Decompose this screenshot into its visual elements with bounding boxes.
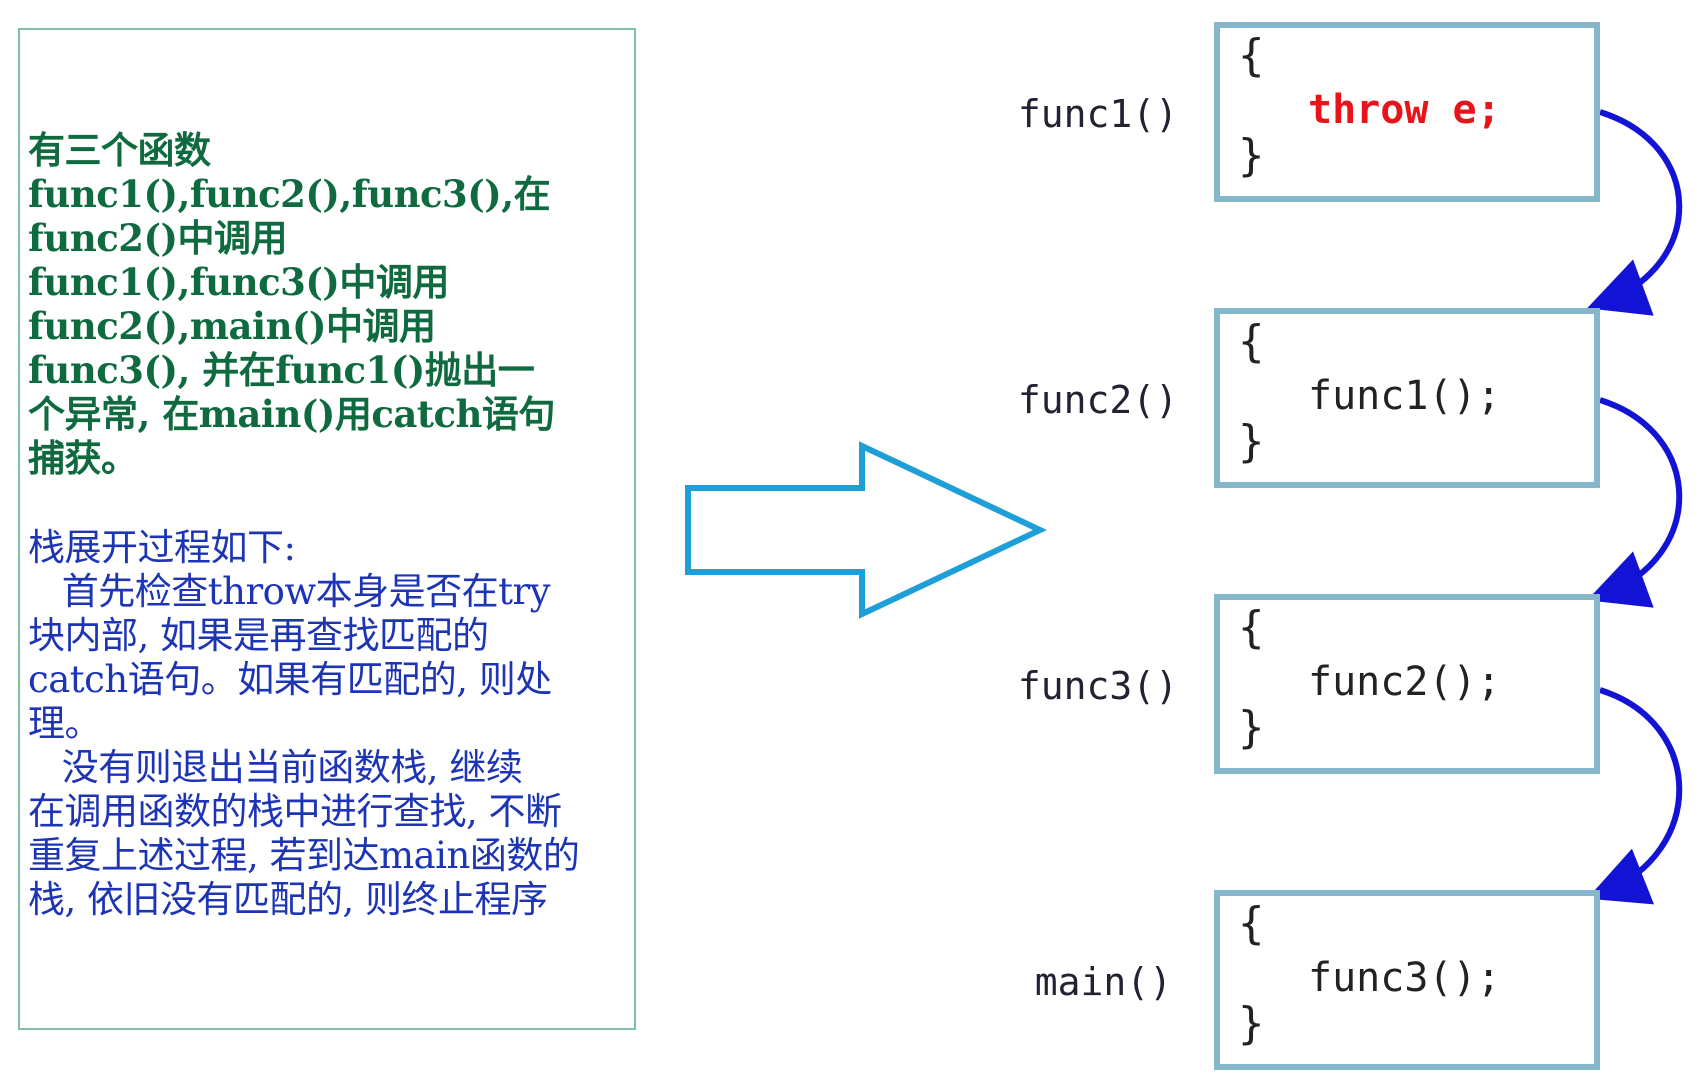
process-line: 重复上述过程, 若到达main函数的	[28, 834, 580, 877]
process-line: 块内部, 如果是再查找匹配的	[28, 614, 489, 657]
intro-line: 有三个函数	[28, 128, 211, 172]
process-line: 在调用函数的栈中进行查找, 不断	[28, 790, 562, 833]
process-line: 没有则退出当前函数栈, 继续	[28, 746, 523, 789]
unwind-process-text: 栈展开过程如下: 首先检查throw本身是否在try 块内部, 如果是再查找匹配…	[28, 526, 628, 922]
close-brace: }	[1238, 702, 1265, 753]
close-brace: }	[1238, 416, 1265, 467]
frame-label-main: main()	[1034, 960, 1172, 1004]
stack-frame-func3: { func2(); }	[1214, 594, 1600, 774]
close-brace: }	[1238, 998, 1265, 1049]
frame-label-func2: func2()	[1017, 378, 1178, 422]
close-brace: }	[1238, 130, 1265, 181]
description-box	[18, 28, 636, 1030]
intro-line: func1(),func3()中调用	[28, 260, 449, 304]
intro-line: func2()中调用	[28, 216, 288, 260]
intro-line: func3(), 并在func1()抛出一	[28, 348, 535, 392]
unwind-arrow-icon	[1587, 109, 1683, 316]
unwind-arrow-icon	[1587, 397, 1683, 608]
stack-frame-main: { func3(); }	[1214, 890, 1600, 1070]
intro-line: func2(),main()中调用	[28, 304, 436, 348]
throw-statement: throw e;	[1308, 87, 1501, 133]
call-statement: func3();	[1308, 955, 1501, 1001]
frame-label-func1: func1()	[1017, 92, 1178, 136]
right-arrow-icon	[685, 441, 1047, 619]
process-line: 栈展开过程如下:	[28, 526, 296, 569]
process-line: 理。	[28, 702, 102, 745]
unwind-arrow-icon	[1587, 687, 1683, 905]
unwind-arrows	[1587, 109, 1683, 905]
process-line: 首先检查throw本身是否在try	[28, 570, 551, 613]
process-line: catch语句。如果有匹配的, 则处	[28, 658, 552, 701]
call-statement: func2();	[1308, 659, 1501, 705]
process-line: 栈, 依旧没有匹配的, 则终止程序	[28, 878, 548, 921]
stack-frame-func2: { func1(); }	[1214, 308, 1600, 488]
call-statement: func1();	[1308, 373, 1501, 419]
open-brace: {	[1238, 898, 1265, 949]
open-brace: {	[1238, 602, 1265, 653]
intro-line: func1(),func2(),func3(),在	[28, 172, 551, 216]
intro-line: 捕获。	[28, 436, 138, 480]
stack-frame-func1: { throw e; }	[1214, 22, 1600, 202]
frame-label-func3: func3()	[1017, 664, 1178, 708]
open-brace: {	[1238, 30, 1265, 81]
intro-line: 个异常, 在main()用catch语句	[28, 392, 555, 436]
open-brace: {	[1238, 316, 1265, 367]
intro-text: 有三个函数 func1(),func2(),func3(),在 func2()中…	[28, 128, 628, 480]
